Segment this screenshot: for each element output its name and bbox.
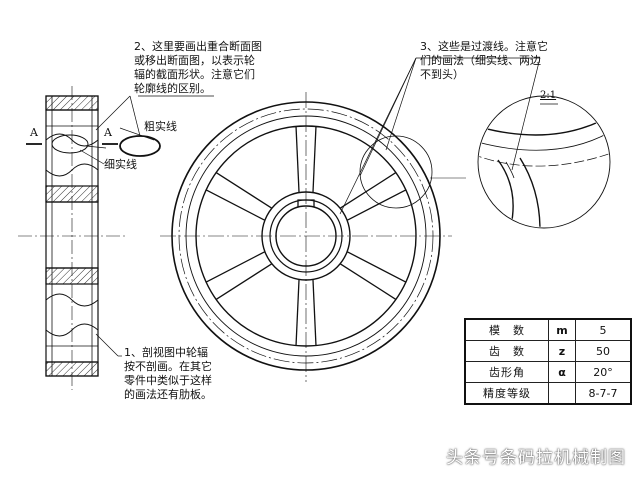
note-spoke-not-sectioned: 1、剖视图中轮辐 按不剖画。在其它 零件中类似于这样 的画法还有肋板。	[124, 346, 212, 401]
param-symbol: α	[548, 361, 576, 383]
leader-lines-right	[339, 57, 541, 215]
section-marker-a-left: A	[30, 126, 38, 139]
param-symbol: m	[548, 318, 576, 341]
param-value: 5	[575, 318, 632, 341]
param-name: 精度等级	[464, 382, 549, 405]
note-coincident-section: 2、这里要画出重合断面图 或移出断面图，以表示轮 辐的截面形状。注意它们 轮廓线…	[134, 40, 262, 95]
coincident-section	[51, 134, 89, 154]
param-value: 8-7-7	[575, 382, 632, 405]
spoke-edge	[205, 251, 265, 283]
spoke-edge	[312, 125, 317, 193]
table-row: 模 数 m 5	[464, 318, 632, 341]
detail-circle	[359, 135, 433, 209]
spoke-edge	[215, 171, 272, 209]
front-view	[160, 92, 452, 382]
spoke-edge	[205, 189, 265, 221]
table-row: 齿形角 α 20°	[464, 361, 632, 383]
param-name: 齿形角	[464, 361, 549, 383]
spoke-edge	[347, 251, 407, 283]
param-symbol: z	[548, 340, 576, 362]
spoke-edge	[340, 263, 397, 301]
spokes	[205, 125, 407, 347]
spoke-edge	[215, 263, 272, 301]
spoke-edge	[312, 279, 317, 347]
spoke-edge	[347, 189, 407, 221]
watermark: 头条号条码拉机械制图	[446, 448, 626, 468]
removed-section	[119, 135, 161, 157]
spoke-edge	[295, 279, 300, 347]
param-value: 50	[575, 340, 632, 362]
param-value: 20°	[575, 361, 632, 383]
param-name: 模 数	[464, 318, 549, 341]
param-name: 齿 数	[464, 340, 549, 362]
spoke-edge	[340, 171, 397, 209]
detail-view	[477, 95, 611, 229]
section-marker-a-right: A	[104, 126, 112, 139]
label-thin-line: 细实线	[104, 158, 137, 171]
spoke-edge	[295, 125, 300, 193]
table-row: 齿 数 z 50	[464, 340, 632, 362]
gear-parameter-table: 模 数 m 5 齿 数 z 50 齿形角 α 20° 精度等级 8-7-7	[464, 318, 632, 405]
detail-scale-label: 2:1	[540, 90, 557, 101]
sectional-view	[18, 86, 126, 390]
detail-outline	[477, 95, 611, 229]
leader-lines-left	[79, 95, 214, 357]
param-symbol	[548, 382, 576, 405]
label-thick-line: 粗实线	[144, 120, 177, 133]
note-transition-lines: 3、这些是过渡线。注意它 们的画法（细实线、两边 不到头）	[420, 40, 548, 81]
table-row: 精度等级 8-7-7	[464, 382, 632, 405]
